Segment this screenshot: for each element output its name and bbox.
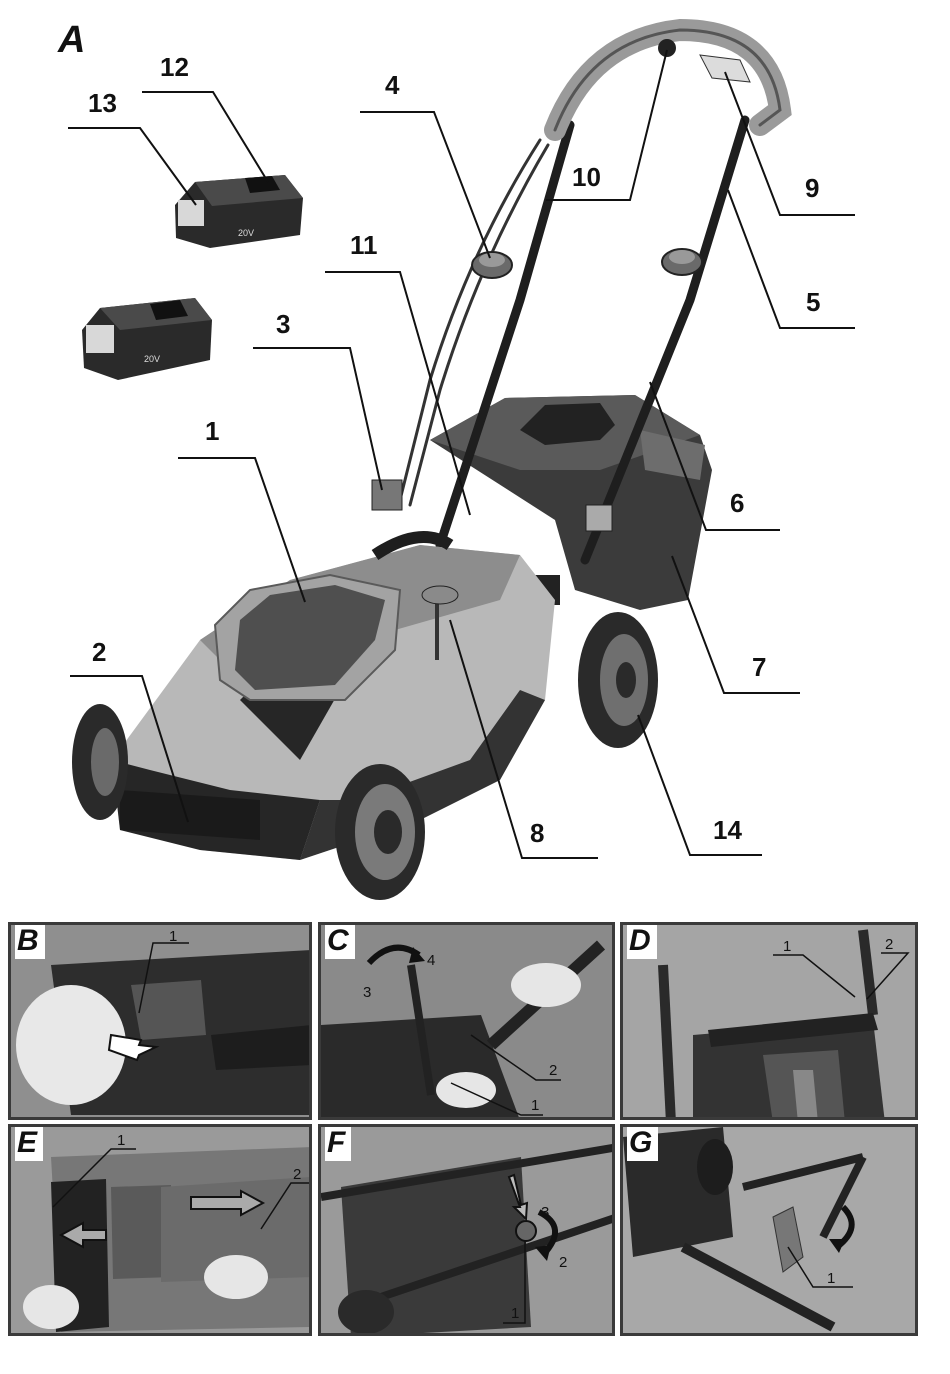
front-left-wheel (72, 704, 128, 820)
hand-image (511, 963, 581, 1007)
callout-14: 14 (713, 815, 742, 845)
panel-e: 1 2 E (8, 1124, 312, 1336)
callout-4: 4 (385, 70, 400, 100)
panel-b: 1 B (8, 922, 312, 1120)
callout-7: 7 (752, 652, 766, 682)
battery-release-button (178, 200, 204, 226)
panel-c-label-4: 4 (427, 952, 435, 969)
figure-letter-a: A (57, 19, 85, 61)
panel-f-label-2: 2 (559, 1254, 567, 1271)
main-figure-a: A 20V 20V (0, 0, 950, 910)
handle-knob-left (472, 252, 512, 278)
battery-voltage-label: 20V (238, 228, 254, 238)
callout-10: 10 (572, 162, 601, 192)
panel-g-label-1: 1 (827, 1270, 835, 1287)
callout-3: 3 (276, 309, 290, 339)
panel-f-label-1: 1 (511, 1305, 519, 1322)
lower-handle-lock (586, 505, 612, 531)
handle-knob-right (662, 249, 702, 275)
panel-b-letter: B (15, 923, 45, 959)
front-right-wheel (335, 764, 425, 900)
hand-image (204, 1255, 268, 1299)
callout-5: 5 (806, 287, 820, 317)
callout-13: 13 (88, 88, 117, 118)
battery-pack-top: 20V (175, 175, 303, 248)
panel-c-label-3: 3 (363, 984, 371, 1001)
panel-e-label-2: 2 (293, 1166, 301, 1183)
panel-b-label-1: 1 (169, 928, 177, 945)
callout-2: 2 (92, 637, 106, 667)
panel-e-label-1: 1 (117, 1132, 125, 1149)
safety-lever (700, 55, 750, 82)
panel-e-letter: E (15, 1125, 43, 1161)
start-button-icon (658, 39, 676, 57)
panel-c-label-1: 1 (531, 1097, 539, 1114)
panel-d-letter: D (627, 923, 657, 959)
panel-c-label-2: 2 (549, 1062, 557, 1079)
panel-c: 1 2 3 4 C (318, 922, 615, 1120)
callout-12: 12 (160, 52, 189, 82)
panel-d-label-2: 2 (885, 936, 893, 953)
panel-f: 1 2 3 F (318, 1124, 615, 1336)
callout-6: 6 (730, 488, 744, 518)
panel-d-label-1: 1 (783, 938, 791, 955)
panel-d: 1 2 D (620, 922, 918, 1120)
panel-g: 1 G (620, 1124, 918, 1336)
handle-knob-icon (516, 1221, 536, 1241)
callout-9: 9 (805, 173, 819, 203)
cable-clip (372, 480, 402, 510)
callout-8: 8 (530, 818, 544, 848)
panel-c-letter: C (325, 923, 355, 959)
battery-pack-bottom: 20V (82, 298, 212, 380)
panel-g-letter: G (627, 1125, 658, 1161)
callout-11: 11 (350, 230, 378, 260)
callout-1: 1 (205, 416, 219, 446)
battery-voltage-label-2: 20V (144, 354, 160, 364)
panel-f-label-3: 3 (541, 1204, 549, 1221)
panel-f-letter: F (325, 1125, 351, 1161)
rear-wheel (578, 612, 658, 748)
